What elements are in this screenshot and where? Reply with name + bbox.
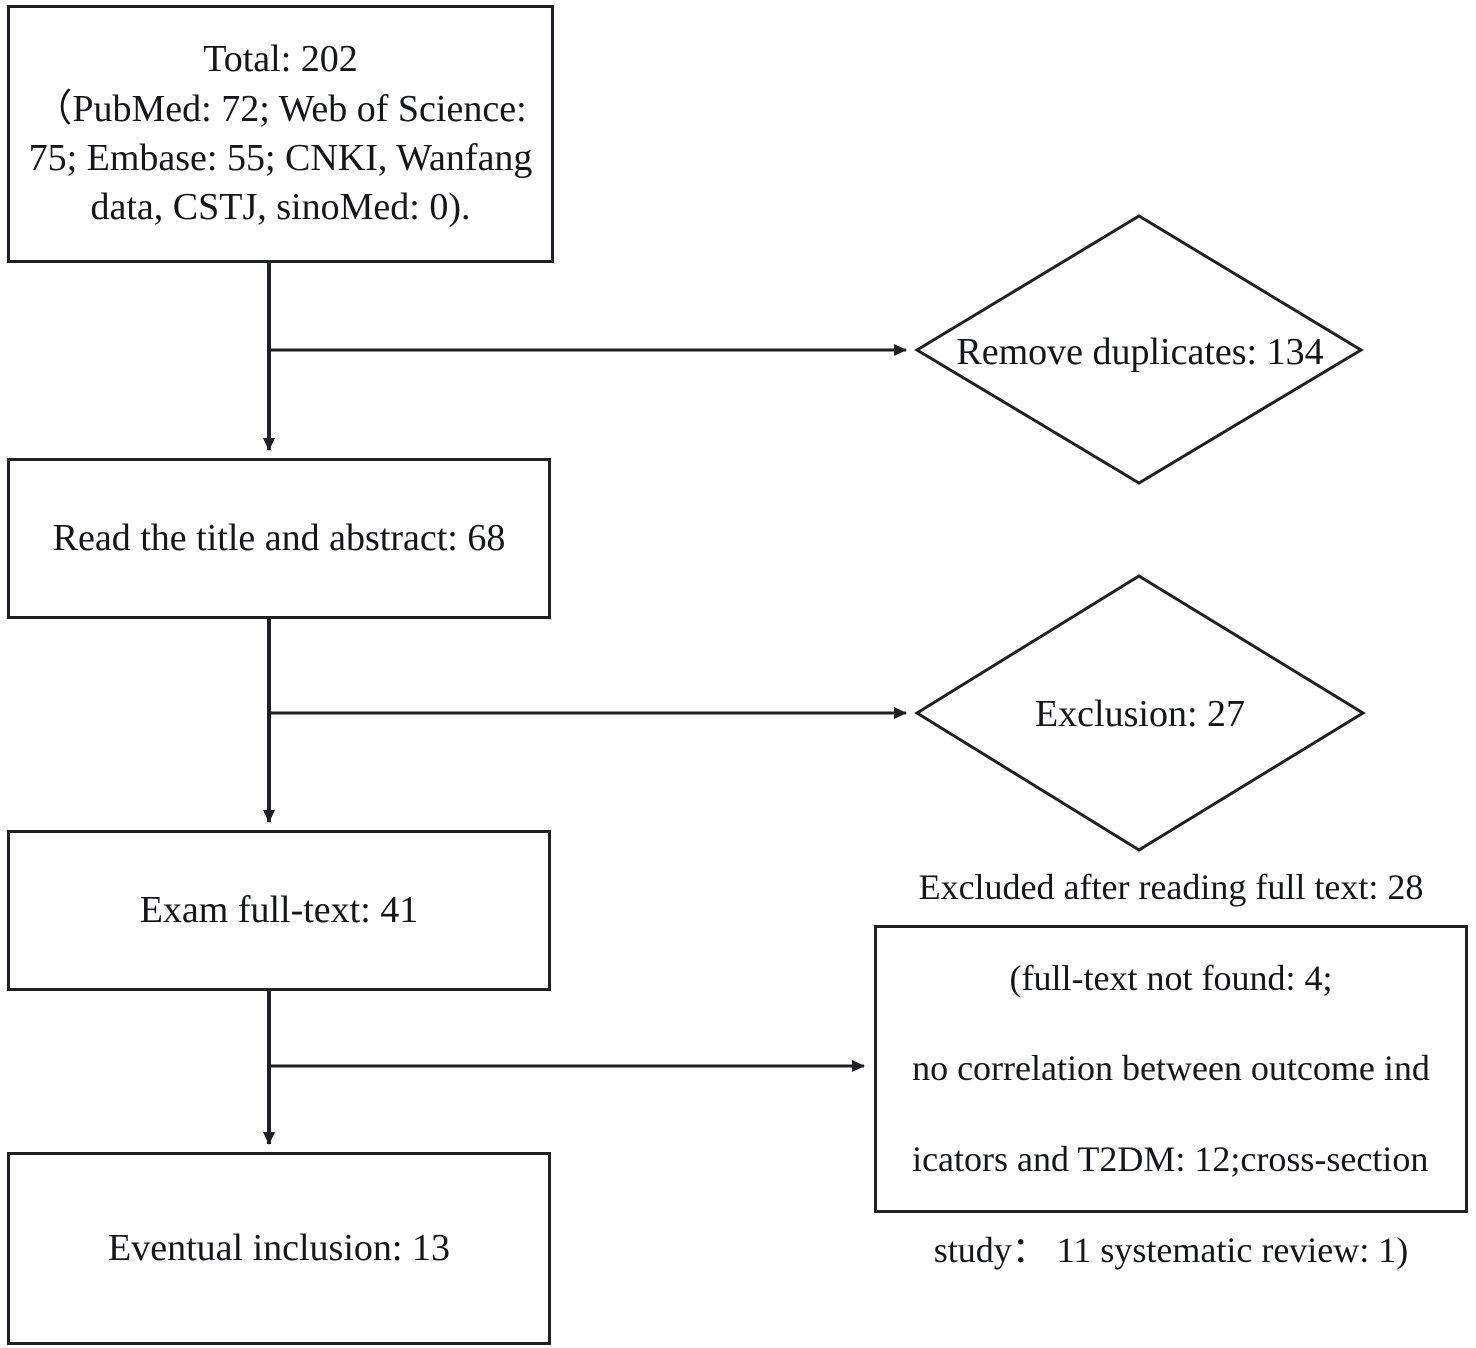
- node-total-label: Total: 202 （PubMed: 72; Web of Science: …: [28, 38, 533, 229]
- excluded-line-5: study： 11 systematic review: 1): [933, 1229, 1409, 1270]
- node-excluded-after-reading: Excluded after reading full text: 28 (fu…: [874, 867, 1468, 1270]
- excluded-line-4: icators and T2DM: 12;cross-section: [912, 1139, 1429, 1180]
- diamond-exclusion: [914, 574, 1366, 852]
- node-exam-full-text-label: Exam full-text: 41: [139, 888, 419, 931]
- node-eventual-inclusion: Eventual inclusion: 13: [7, 1152, 551, 1345]
- node-eventual-inclusion-label: Eventual inclusion: 13: [108, 1226, 450, 1269]
- node-total: Total: 202 （PubMed: 72; Web of Science: …: [7, 5, 554, 263]
- excluded-line-2: (full-text not found: 4;: [1009, 957, 1333, 998]
- node-read-title-abstract-label: Read the title and abstract: 68: [52, 516, 506, 559]
- excluded-line-1: Excluded after reading full text: 28: [918, 866, 1424, 907]
- node-excluded-after-reading-label: Excluded after reading full text: 28 (fu…: [904, 820, 1438, 1319]
- node-read-title-abstract: Read the title and abstract: 68: [7, 458, 551, 619]
- excluded-line-3: no correlation between outcome ind: [912, 1048, 1430, 1089]
- diamond-remove-duplicates: [914, 214, 1364, 485]
- node-exam-full-text: Exam full-text: 41: [7, 830, 551, 991]
